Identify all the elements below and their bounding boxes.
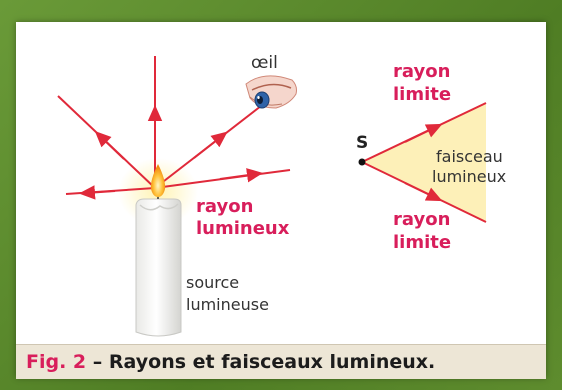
- source-label-line1: source: [186, 273, 239, 292]
- limit-bottom-label-line1: rayon: [393, 209, 450, 230]
- ray-label-line2: lumineux: [196, 218, 290, 239]
- source-label-line2: lumineuse: [186, 295, 269, 314]
- beam-label-line2: lumineux: [432, 167, 506, 186]
- ray-label-line1: rayon: [196, 196, 253, 217]
- limit-top-label-line1: rayon: [393, 61, 450, 82]
- caption-text: – Rayons et faisceaux lumineux.: [86, 351, 435, 373]
- ray-right-arrow: [220, 174, 256, 179]
- figure-caption: Fig. 2 – Rayons et faisceaux lumineux.: [16, 344, 546, 379]
- beam-label-line1: faisceau: [436, 147, 503, 166]
- eye-label: œil: [251, 53, 278, 73]
- point-source-s: [359, 159, 366, 166]
- limit-bottom-label-line2: limite: [393, 232, 451, 253]
- ray-left-arrow: [86, 191, 115, 193]
- caption-fig-number: Fig. 2: [16, 351, 86, 373]
- ray-left-up-arrow: [100, 136, 124, 159]
- light-rays: [58, 56, 290, 194]
- ray-right-up-arrow: [194, 136, 222, 158]
- point-label-s: S: [356, 133, 368, 153]
- eye-icon: [246, 76, 297, 108]
- limit-top-label-line2: limite: [393, 84, 451, 105]
